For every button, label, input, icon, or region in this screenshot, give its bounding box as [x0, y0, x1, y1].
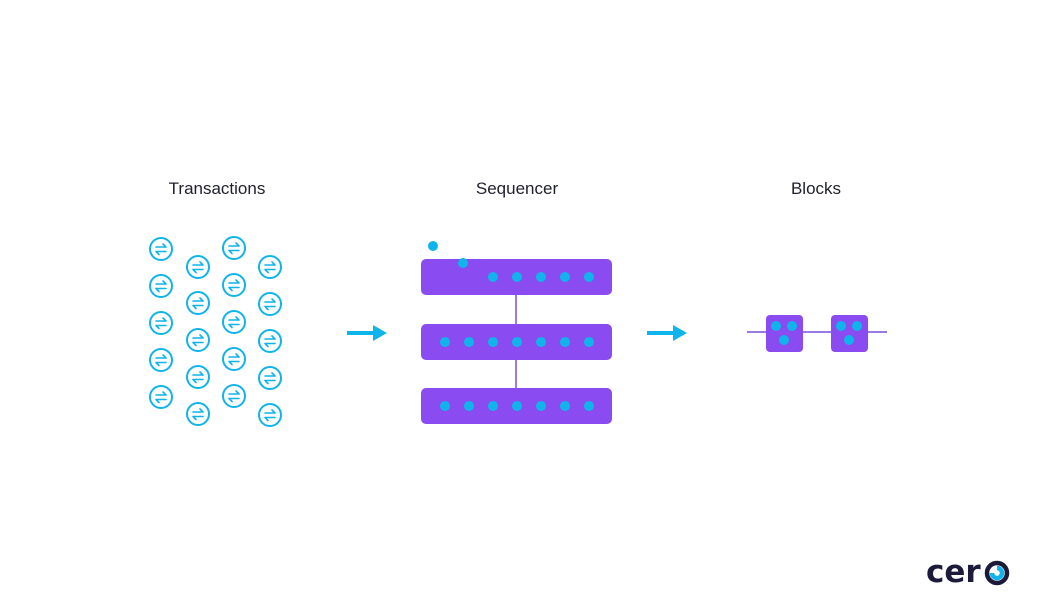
swap-arrows-icon	[222, 347, 246, 371]
sequencer-bar	[421, 388, 612, 424]
transaction-dot	[512, 337, 522, 347]
swirl-o-icon	[984, 560, 1009, 586]
arrow-right-icon	[647, 325, 687, 341]
swap-arrows-icon	[149, 311, 173, 335]
transaction-dot	[771, 321, 781, 331]
transaction-dot	[488, 337, 498, 347]
swap-arrows-icon	[186, 291, 210, 315]
block	[766, 315, 803, 352]
swap-arrows-icon	[186, 402, 210, 426]
transaction-dot	[440, 337, 450, 347]
transaction-dot	[512, 401, 522, 411]
transaction-dot	[536, 272, 546, 282]
swap-arrows-icon	[149, 237, 173, 261]
swap-arrows-icon	[149, 274, 173, 298]
transaction-dot	[488, 401, 498, 411]
swap-arrows-icon	[222, 384, 246, 408]
brand-logo: cer	[926, 556, 1011, 588]
transaction-dot	[512, 272, 522, 282]
swap-arrows-icon	[149, 348, 173, 372]
transactions-title: Transactions	[168, 179, 266, 198]
transaction-dot	[464, 401, 474, 411]
swap-arrows-icon	[186, 255, 210, 279]
blocks-group	[747, 315, 887, 352]
swap-arrows-icon	[258, 292, 282, 316]
swap-arrows-icon	[258, 403, 282, 427]
transaction-dot	[560, 337, 570, 347]
transaction-dot	[584, 401, 594, 411]
arrow-right-icon	[347, 325, 387, 341]
transaction-dot	[560, 401, 570, 411]
swap-arrows-icon	[186, 328, 210, 352]
transaction-dot	[560, 272, 570, 282]
brand-wordmark: cer	[926, 554, 981, 590]
transaction-dot	[844, 335, 854, 345]
block	[831, 315, 868, 352]
swap-arrows-icon	[258, 255, 282, 279]
transaction-dot	[440, 401, 450, 411]
sequencer-bar	[421, 259, 612, 295]
sequencer-bar	[421, 324, 612, 360]
transaction-dot	[584, 272, 594, 282]
swap-arrows-icon	[222, 236, 246, 260]
transactions-group	[149, 236, 282, 427]
transaction-dot	[584, 337, 594, 347]
transaction-dot	[536, 401, 546, 411]
sequencer-title: Sequencer	[475, 179, 559, 198]
transaction-dot	[536, 337, 546, 347]
swap-arrows-icon	[222, 310, 246, 334]
swap-arrows-icon	[149, 385, 173, 409]
swap-arrows-icon	[186, 365, 210, 389]
transaction-dot	[488, 272, 498, 282]
transaction-dot	[852, 321, 862, 331]
swap-arrows-icon	[258, 366, 282, 390]
sequencer-group	[421, 241, 612, 424]
incoming-dot	[428, 241, 438, 251]
incoming-dot	[458, 258, 468, 268]
transaction-dot	[836, 321, 846, 331]
swap-arrows-icon	[258, 329, 282, 353]
blocks-title: Blocks	[790, 179, 842, 198]
transaction-dot	[779, 335, 789, 345]
swap-arrows-icon	[222, 273, 246, 297]
transaction-dot	[787, 321, 797, 331]
transaction-dot	[464, 337, 474, 347]
